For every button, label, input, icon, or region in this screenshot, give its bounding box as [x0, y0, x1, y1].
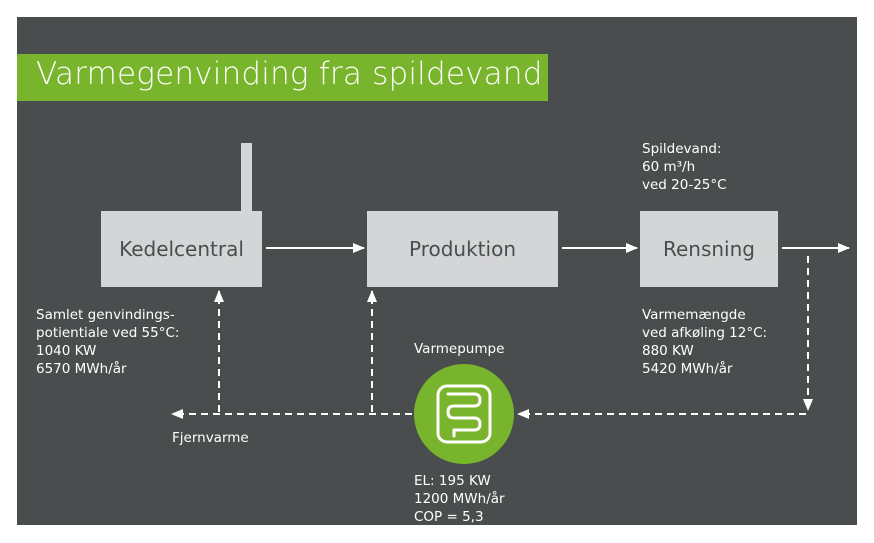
produktion-box: Produktion — [367, 211, 558, 287]
varmepumpe-label: Varmepumpe — [414, 341, 505, 357]
produktion-label: Produktion — [409, 237, 516, 261]
varmemaengde-label: Varmemængde ved afkøling 12°C: 880 KW 54… — [642, 307, 768, 377]
kedelcentral-box: Kedelcentral — [101, 211, 262, 287]
heat-pump-circle — [414, 364, 514, 464]
coil-exchanger-icon — [436, 384, 492, 444]
el-cop-label: EL: 195 KW 1200 MWh/år COP = 5,3 — [414, 473, 505, 525]
rensning-box: Rensning — [640, 211, 778, 287]
kedelcentral-label: Kedelcentral — [119, 237, 244, 261]
title-bar — [17, 54, 548, 101]
spildevand-label: Spildevand: 60 m³/h ved 20-25°C — [642, 141, 727, 193]
fjernvarme-label: Fjernvarme — [172, 430, 249, 446]
samlet-potentiale-label: Samlet genvindings- potientiale ved 55°C… — [36, 307, 180, 377]
chimney — [241, 143, 252, 211]
page-title: Varmegenvinding fra spildevand — [36, 56, 543, 92]
rensning-label: Rensning — [662, 237, 755, 261]
